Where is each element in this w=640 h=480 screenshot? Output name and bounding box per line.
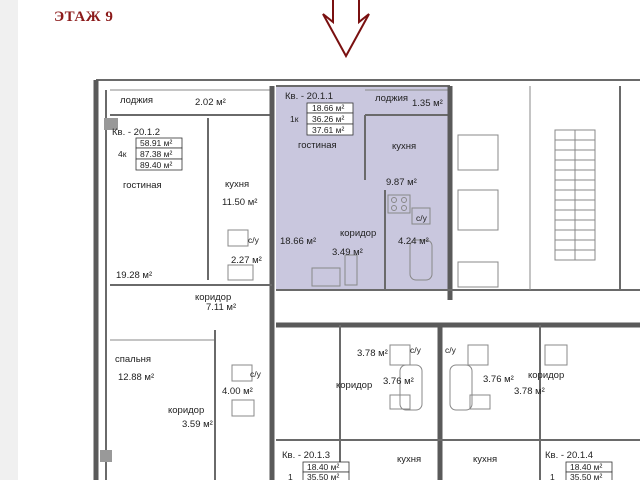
room-name: с/у — [445, 345, 457, 355]
room-name: гостиная — [298, 140, 337, 151]
room-area: 9.87 м² — [386, 177, 417, 188]
room-name: кухня — [473, 454, 497, 465]
living-area: 18.40 м² — [307, 462, 339, 472]
highlight-apartment-20-1-1[interactable] — [276, 86, 450, 291]
room-name: спальня — [115, 354, 151, 365]
living-area: 18.66 м² — [312, 103, 344, 113]
down-arrow-outline-icon — [322, 0, 370, 59]
room-area: 3.78 м² — [357, 348, 388, 359]
room-name: с/у — [410, 345, 422, 355]
living-area: 18.40 м² — [570, 462, 602, 472]
room-count: 4к — [118, 149, 127, 159]
room-name: коридор — [195, 292, 231, 303]
room-area: 2.27 м² — [231, 255, 262, 266]
room-name: с/у — [250, 369, 262, 379]
room-area: 18.66 м² — [280, 236, 316, 247]
room-name: лоджия — [120, 95, 153, 106]
apartment-title: Кв. - 20.1.4 — [545, 450, 593, 461]
apartment-title: Кв. - 20.1.3 — [282, 450, 330, 461]
room-area: 12.88 м² — [118, 372, 154, 383]
room-area: 2.02 м² — [195, 97, 226, 108]
total-area-full: 89.40 м² — [140, 160, 172, 170]
apartment-info-20-1-2[interactable]: Кв. - 20.1.2 58.91 м² 4к 87.38 м² 89.40 … — [112, 127, 183, 171]
room-area: 3.76 м² — [483, 374, 514, 385]
room-name: лоджия — [375, 93, 408, 104]
room-area: 3.49 м² — [332, 247, 363, 258]
room-area: 4.24 м² — [398, 236, 429, 247]
outer-walls — [93, 79, 640, 480]
room-area: 19.28 м² — [116, 270, 152, 281]
apartment-title: Кв. - 20.1.1 — [285, 91, 333, 102]
room-name: гостиная — [123, 180, 162, 191]
apartment-info-20-1-4[interactable]: Кв. - 20.1.4 18.40 м² 1 35.50 м² — [545, 450, 613, 480]
room-labels: лоджия 2.02 м² лоджия 1.35 м² гостиная 1… — [115, 93, 564, 465]
total-area: 36.26 м² — [312, 114, 344, 124]
apartment-info-20-1-1[interactable]: Кв. - 20.1.1 18.66 м² 1к 36.26 м² 37.61 … — [285, 91, 354, 136]
room-name: с/у — [248, 235, 260, 245]
apartment-info-20-1-3[interactable]: Кв. - 20.1.3 18.40 м² 1 35.50 м² — [282, 450, 350, 480]
room-name: коридор — [528, 370, 564, 381]
living-area: 58.91 м² — [140, 138, 172, 148]
room-name: коридор — [336, 380, 372, 391]
interior-walls — [110, 86, 640, 480]
room-area: 3.78 м² — [514, 386, 545, 397]
fixtures — [227, 194, 568, 417]
total-area: 35.50 м² — [570, 472, 602, 480]
stairwell — [554, 129, 596, 261]
total-area: 35.50 м² — [307, 472, 339, 480]
room-count: 1к — [290, 114, 299, 124]
room-count: 1 — [550, 472, 555, 480]
elevator-shafts — [457, 134, 499, 288]
room-area: 4.00 м² — [222, 386, 253, 397]
room-name: кухня — [397, 454, 421, 465]
room-name: коридор — [340, 228, 376, 239]
room-count: 1 — [288, 472, 293, 480]
total-area-full: 37.61 м² — [312, 125, 344, 135]
total-area: 87.38 м² — [140, 149, 172, 159]
room-name: кухня — [392, 141, 416, 152]
room-area: 3.76 м² — [383, 376, 414, 387]
room-name: коридор — [168, 405, 204, 416]
room-area: 11.50 м² — [222, 197, 257, 208]
room-name: с/у — [416, 213, 428, 223]
apartment-title: Кв. - 20.1.2 — [112, 127, 160, 138]
room-area: 7.11 м² — [206, 302, 236, 313]
floor-title: ЭТАЖ 9 — [54, 9, 114, 25]
room-name: кухня — [225, 179, 249, 190]
room-area: 1.35 м² — [412, 98, 443, 109]
room-area: 3.59 м² — [182, 419, 213, 430]
